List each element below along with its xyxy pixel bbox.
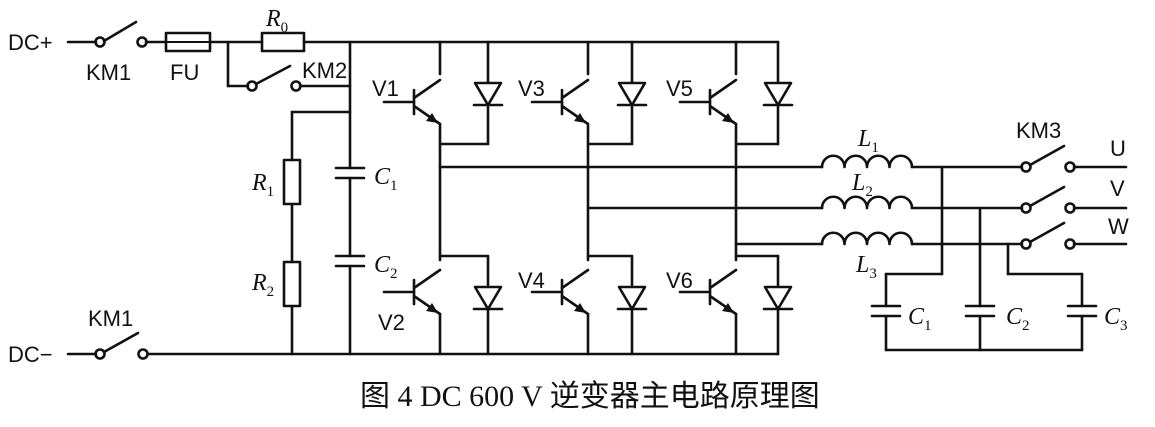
- filter-c3-label: C3: [1104, 304, 1128, 334]
- l2-label: L2: [851, 170, 873, 200]
- inductor-l1: [820, 154, 914, 169]
- v4-label: V4: [518, 268, 545, 293]
- inductor-l3: [820, 231, 914, 246]
- km1-bottom-label: KM1: [88, 306, 133, 331]
- l3-label: L3: [855, 252, 877, 282]
- output-inductors: [820, 154, 914, 246]
- dc-plus-label: DC+: [8, 30, 53, 55]
- dc-plus-rail: [66, 20, 780, 92]
- km2-label: KM2: [302, 58, 347, 83]
- output-w-label: W: [1108, 214, 1129, 239]
- inverter-bridge: [382, 40, 794, 356]
- filter-c1-label: C1: [908, 304, 932, 334]
- r1-label: R1: [251, 170, 274, 200]
- output-v-label: V: [1110, 176, 1125, 201]
- r0-label: R0: [265, 6, 288, 36]
- v1-label: V1: [372, 76, 399, 101]
- filter-c2-label: C2: [1006, 304, 1030, 334]
- dc-minus-rail: [66, 331, 780, 360]
- dc-link-capacitors: [334, 40, 366, 356]
- leg-w: [678, 40, 794, 356]
- l1-label: L1: [857, 126, 879, 156]
- v6-label: V6: [666, 268, 693, 293]
- figure-caption: 图 4 DC 600 V 逆变器主电路原理图: [360, 380, 820, 413]
- output-u-label: U: [1110, 136, 1126, 161]
- leg-v: [530, 40, 648, 356]
- filter-and-contactor: [870, 144, 1128, 352]
- km1-top-label: KM1: [86, 60, 131, 85]
- fuse-label: FU: [170, 60, 199, 85]
- resistor-divider: [282, 110, 352, 356]
- dc-minus-label: DC−: [8, 342, 53, 367]
- c1-label: C1: [374, 164, 398, 194]
- v2-label: V2: [378, 310, 405, 335]
- inductor-l2: [820, 195, 914, 210]
- leg-u: [382, 40, 504, 356]
- phase-lines: [438, 165, 824, 246]
- c2-label: C2: [374, 252, 398, 282]
- v5-label: V5: [666, 76, 693, 101]
- v3-label: V3: [518, 76, 545, 101]
- r2-label: R2: [251, 270, 274, 300]
- km3-label: KM3: [1016, 118, 1061, 143]
